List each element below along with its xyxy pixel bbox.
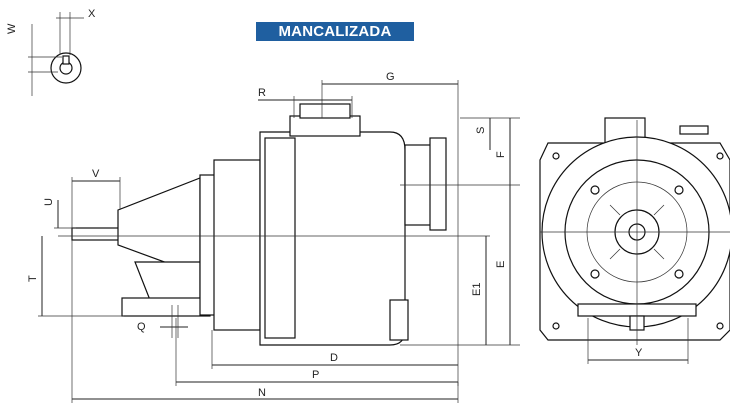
dim-f-label: F xyxy=(495,151,507,158)
dim-s-label: S xyxy=(475,127,487,134)
dim-p-label: P xyxy=(312,369,319,381)
dim-x-label: X xyxy=(88,8,96,20)
dim-y-label: Y xyxy=(635,347,643,359)
pump-front-view-icon xyxy=(539,117,730,345)
side-dimension-lines: G R S F E E1 V U T xyxy=(27,71,520,403)
dim-e-label: E xyxy=(495,261,507,268)
dim-r-label: R xyxy=(258,87,266,99)
dim-e1-label: E1 xyxy=(471,283,483,296)
mancalizada-banner: MANCALIZADA xyxy=(256,22,414,41)
dim-u-label: U xyxy=(43,198,55,206)
dim-n-label: N xyxy=(258,387,266,399)
dim-w-label: W xyxy=(6,23,18,34)
dim-d-label: D xyxy=(330,352,338,364)
dim-v-label: V xyxy=(92,168,100,180)
front-dimension-lines: Y xyxy=(587,318,689,364)
banner-label: MANCALIZADA xyxy=(278,23,392,40)
dim-q-label: Q xyxy=(137,321,146,333)
dim-g-label: G xyxy=(386,71,395,83)
pump-side-view-icon xyxy=(58,103,490,346)
dim-t-label: T xyxy=(27,275,39,282)
shaft-key-detail-icon: X W xyxy=(6,8,96,96)
